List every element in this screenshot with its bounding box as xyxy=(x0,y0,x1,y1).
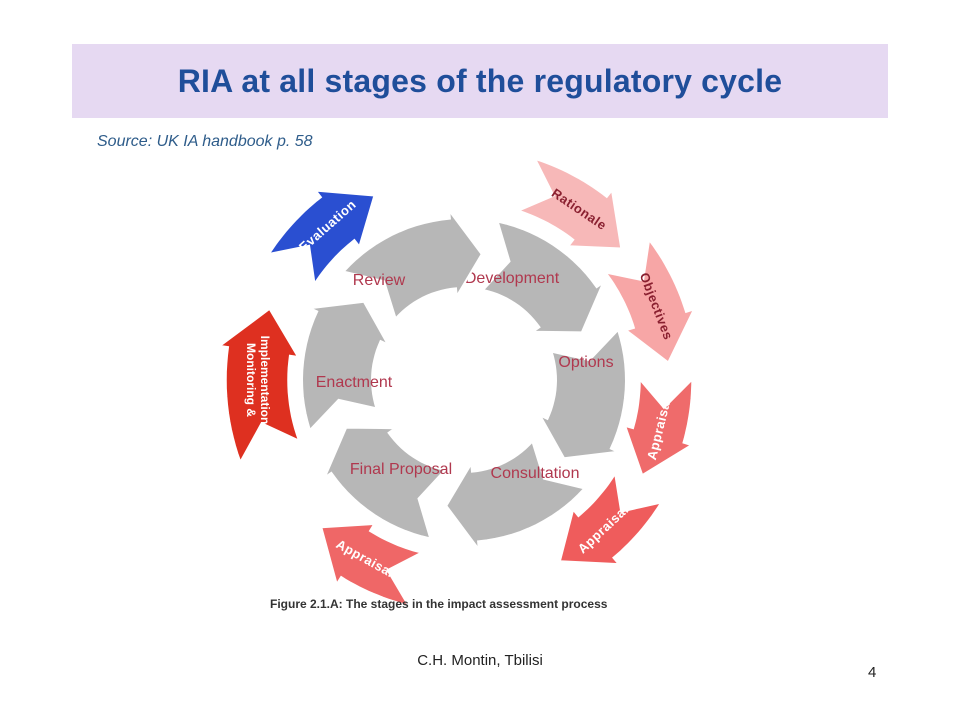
outer-arrow-appraisal xyxy=(624,377,693,476)
stage-arrow-development xyxy=(481,220,606,334)
figure-caption: Figure 2.1.A: The stages in the impact a… xyxy=(270,597,608,611)
stage-arrow-review xyxy=(341,207,483,321)
outer-arrow-appraisal xyxy=(320,523,423,607)
slide-title: RIA at all stages of the regulatory cycl… xyxy=(177,62,783,99)
stage-label: Final Proposal xyxy=(350,461,452,478)
stage-arrow-enactment xyxy=(300,300,391,433)
stage-arrow-consultation xyxy=(445,439,587,553)
source-note: Source: UK IA handbook p. 58 xyxy=(97,133,313,150)
stage-label: Review xyxy=(353,272,406,289)
stage-label: Consultation xyxy=(491,465,580,482)
stage-label: Development xyxy=(465,270,560,287)
outer-step-label: Monitoring & xyxy=(244,343,258,417)
stage-arrow-options xyxy=(537,327,628,460)
outer-step-label: Implementation xyxy=(258,336,272,425)
page-number: 4 xyxy=(868,664,877,681)
outer-arrow-monitoring xyxy=(218,308,300,464)
outer-arrows: RationaleObjectivesAppraisalAppraisalApp… xyxy=(218,158,695,607)
stage-label: Options xyxy=(558,354,613,371)
outer-arrow-objectives xyxy=(604,238,695,364)
stage-arrow-final-proposal xyxy=(322,426,447,540)
outer-arrow-rationale xyxy=(516,158,622,249)
outer-arrow-appraisal xyxy=(559,472,663,565)
outer-arrow-evaluation xyxy=(267,190,376,286)
stage-label: Enactment xyxy=(316,374,393,391)
footer-text: C.H. Montin, Tbilisi xyxy=(417,652,543,669)
title-bar: RIA at all stages of the regulatory cycl… xyxy=(72,44,888,118)
